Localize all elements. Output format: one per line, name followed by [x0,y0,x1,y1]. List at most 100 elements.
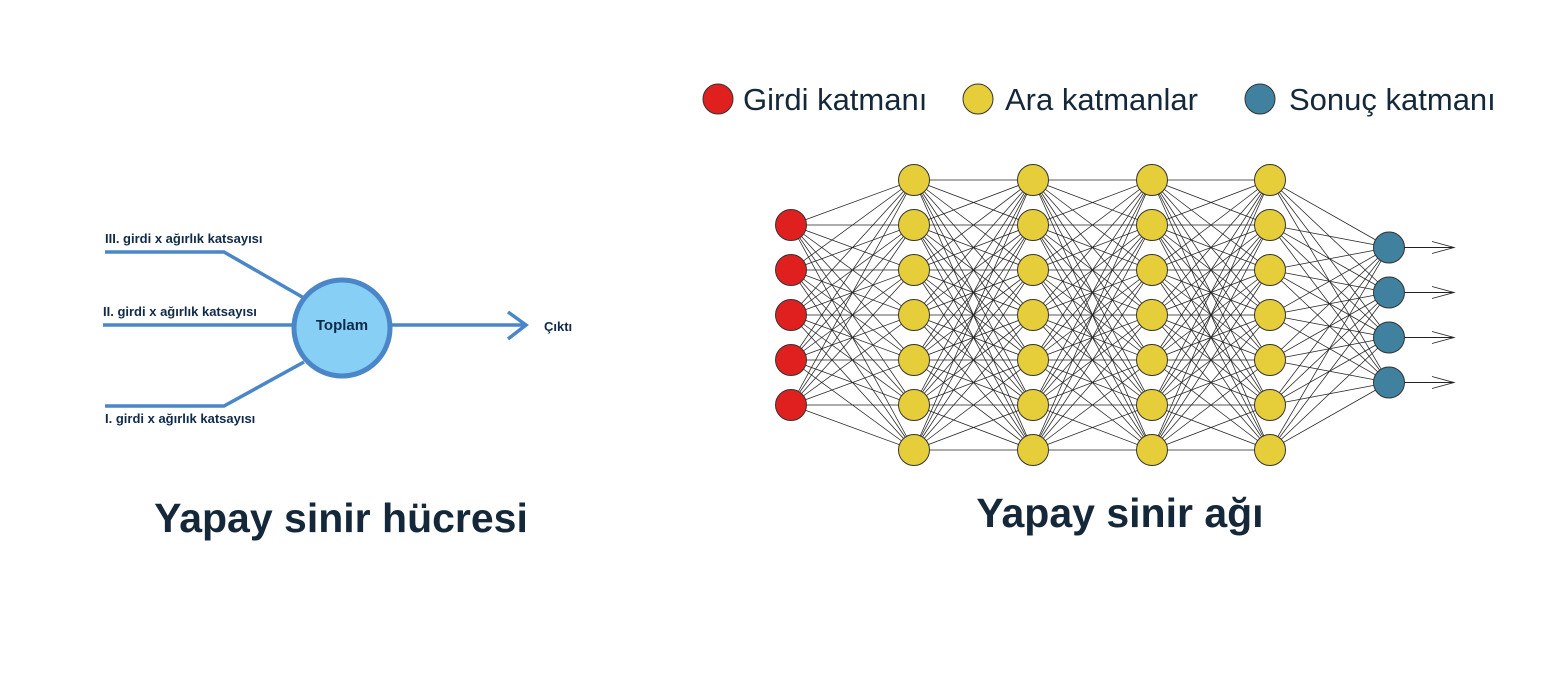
connection-4-3-0 [1269,247,1390,316]
sum-label: Toplam [316,317,368,334]
hidden-node-3-4 [1136,344,1168,376]
connection-3-2-0 [1151,179,1271,271]
neural-network [775,164,1456,466]
connection-4-0-0 [1269,179,1390,248]
hidden-node-3-3 [1136,299,1168,331]
connection-4-6-0 [1269,247,1390,451]
legend-label-output: Sonuç katmanı [1289,82,1496,117]
connection-2-6-0 [1032,179,1153,451]
connection-3-6-0 [1151,179,1271,451]
output-node-5-3 [1373,366,1405,399]
connection-0-2-0 [790,179,915,316]
connection-4-5-0 [1269,247,1390,406]
connection-2-6-1 [1032,224,1153,451]
connection-4-6-3 [1269,382,1390,451]
input-label-1: I. girdi x ağırlık katsayısı [105,411,255,426]
hidden-node-1-3 [898,299,930,331]
connection-0-4-1 [790,224,915,406]
network-caption: Yapay sinir ağı [976,490,1263,536]
hidden-node-2-6 [1017,434,1049,466]
connection-2-6-4 [1032,359,1153,451]
hidden-node-4-1 [1254,209,1286,241]
connection-1-1-0 [913,179,1034,226]
output-node-5-2 [1373,321,1405,354]
network-connections [790,179,1390,451]
connection-0-4-4 [790,359,915,406]
connection-3-6-2 [1151,269,1271,451]
connection-3-5-0 [1151,179,1271,406]
connection-1-6-5 [913,404,1034,451]
connection-4-4-0 [1269,247,1390,361]
input-node-0-3 [775,344,807,376]
connection-2-3-0 [1032,179,1153,316]
hidden-node-4-5 [1254,389,1286,421]
output-arrow-0 [1404,241,1456,254]
connection-4-6-2 [1269,337,1390,451]
input-node-0-4 [775,389,807,421]
hidden-node-1-6 [898,434,930,466]
connection-0-4-3 [790,314,915,406]
connection-1-5-0 [913,179,1034,406]
connection-0-4-2 [790,269,915,406]
hidden-node-3-0 [1136,164,1168,196]
connection-1-6-1 [913,224,1034,451]
hidden-node-3-6 [1136,434,1168,466]
hidden-node-4-3 [1254,299,1286,331]
neuron-caption: Yapay sinir hücresi [154,495,528,541]
connection-3-1-0 [1151,179,1271,226]
connection-2-4-0 [1032,179,1153,361]
legend-label-hidden: Ara katmanlar [1005,82,1198,117]
hidden-node-1-4 [898,344,930,376]
sum-node [291,277,393,379]
connection-1-6-3 [913,314,1034,451]
output-arrowhead [506,310,529,341]
legend-swatch-output [1244,83,1276,115]
input-node-0-1 [775,254,807,286]
input-node-0-2 [775,299,807,331]
hidden-node-3-5 [1136,389,1168,421]
input-line-1 [105,360,305,408]
connection-1-2-0 [913,179,1034,271]
input-label-3: III. girdi x ağırlık katsayısı [105,231,263,246]
hidden-node-4-6 [1254,434,1286,466]
connection-2-6-2 [1032,269,1153,451]
connection-1-6-4 [913,359,1034,451]
hidden-node-4-0 [1254,164,1286,196]
artificial-neuron: Toplam III. girdi x ağırlık katsayısı II… [103,231,572,541]
output-arrow-1 [1404,286,1456,299]
connection-1-6-0 [913,179,1034,451]
connection-1-3-0 [913,179,1034,316]
output-node-5-1 [1373,276,1405,309]
output-node-5-0 [1373,231,1405,264]
network-legend: Girdi katmanı Ara katmanlar Sonuç katman… [702,82,1496,117]
output-arrow-3 [1404,376,1456,389]
hidden-node-4-4 [1254,344,1286,376]
hidden-node-4-2 [1254,254,1286,286]
legend-item-output: Sonuç katmanı [1244,82,1496,117]
output-label: Çıktı [544,319,572,334]
connection-3-6-3 [1151,314,1271,451]
hidden-node-2-5 [1017,389,1049,421]
connection-3-6-5 [1151,404,1271,451]
connection-2-2-0 [1032,179,1153,271]
neuron-input-lines [103,250,529,408]
input-node-0-0 [775,209,807,241]
hidden-node-2-0 [1017,164,1049,196]
connection-3-4-0 [1151,179,1271,361]
connection-2-5-0 [1032,179,1153,406]
connection-1-4-0 [913,179,1034,361]
connection-3-6-4 [1151,359,1271,451]
connection-3-6-1 [1151,224,1271,451]
connection-4-1-0 [1269,224,1390,248]
hidden-node-2-4 [1017,344,1049,376]
connection-1-6-2 [913,269,1034,451]
output-arrows [1404,241,1456,389]
connection-0-0-0 [790,179,915,226]
connection-3-3-0 [1151,179,1271,316]
hidden-node-1-2 [898,254,930,286]
hidden-node-2-3 [1017,299,1049,331]
legend-swatch-hidden [962,83,994,115]
input-label-2: II. girdi x ağırlık katsayısı [103,304,257,319]
hidden-node-3-1 [1136,209,1168,241]
